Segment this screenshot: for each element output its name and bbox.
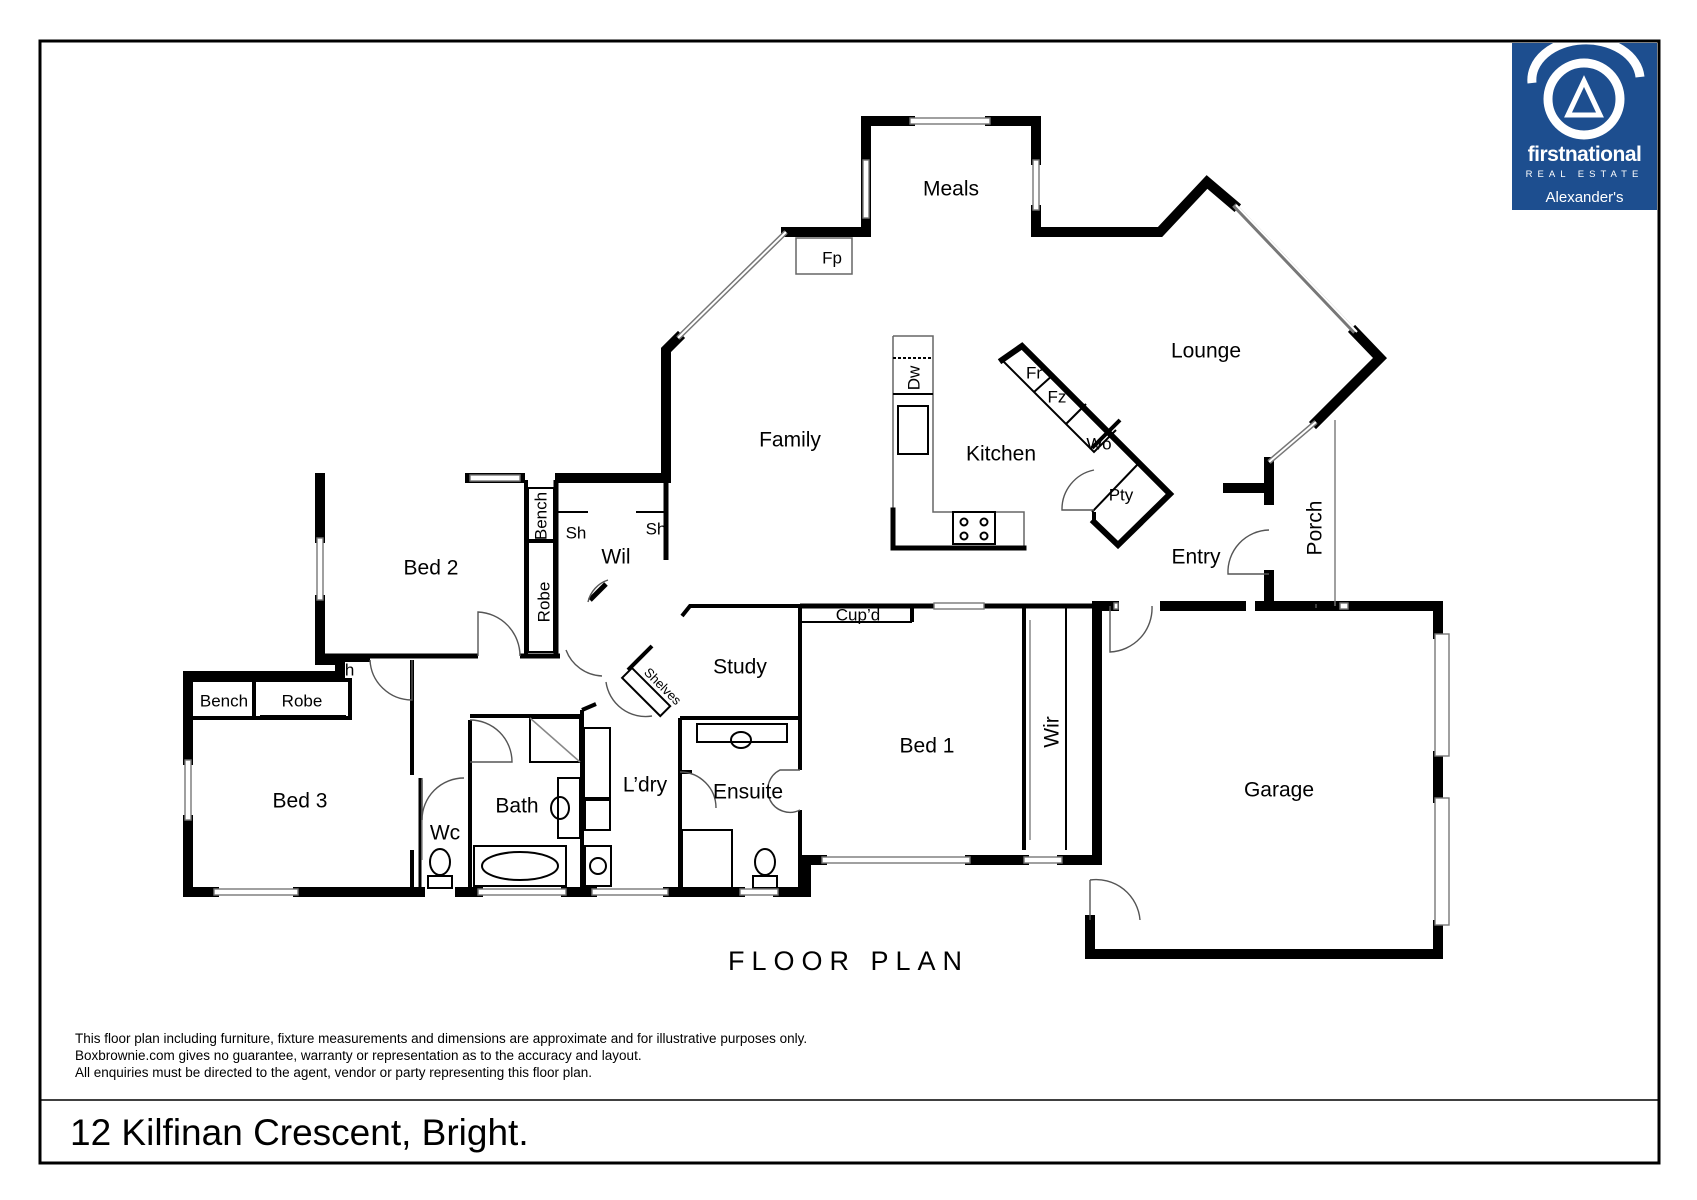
label-study: Study	[713, 656, 767, 679]
label-wil: Wil	[601, 546, 630, 569]
logo-office: Alexander's	[1545, 189, 1624, 206]
label-garage: Garage	[1244, 779, 1314, 802]
disclaimer-line: Boxbrownie.com gives no guarantee, warra…	[75, 1048, 642, 1063]
label-wir: Wir	[1041, 716, 1064, 747]
property-address: 12 Kilfinan Crescent, Bright.	[70, 1112, 529, 1153]
label-shelves: Shelves	[641, 665, 685, 709]
label-fridge: Fr	[1026, 363, 1042, 382]
label-robe-bed3: Robe	[282, 691, 323, 710]
label-shelf-wil-left: Sh	[566, 523, 587, 542]
label-bed3: Bed 3	[273, 790, 328, 813]
label-fireplace: Fp	[822, 248, 842, 267]
label-ensuite: Ensuite	[713, 781, 783, 804]
label-lounge: Lounge	[1171, 340, 1241, 363]
windows	[184, 117, 1450, 926]
doors	[369, 469, 1317, 921]
label-family: Family	[759, 429, 821, 452]
label-bench-bed3: Bench	[200, 691, 248, 710]
label-shelf-wil-right: Sh	[646, 519, 667, 538]
logo-name: firstnational	[1527, 143, 1642, 166]
label-entry: Entry	[1171, 546, 1221, 569]
label-meals: Meals	[923, 178, 979, 201]
label-freezer: Fz	[1048, 387, 1067, 406]
logo-subtitle: REAL ESTATE	[1525, 169, 1644, 180]
disclaimer-line: All enquiries must be directed to the ag…	[75, 1065, 593, 1080]
label-porch: Porch	[1304, 501, 1327, 556]
label-pantry: Pty	[1109, 485, 1134, 504]
interior-walls	[188, 237, 1175, 892]
agency-logo: firstnational REAL ESTATE Alexander's	[1512, 43, 1657, 210]
label-bed1: Bed 1	[900, 735, 955, 758]
logo-emblem-icon	[1527, 43, 1645, 140]
label-shelf-hall: Sh	[334, 660, 355, 679]
page-border	[38, 39, 1661, 1165]
disclaimer: This floor plan including furniture, fix…	[75, 1030, 807, 1081]
label-wall-oven: Wo	[1086, 434, 1111, 453]
label-laundry: L’dry	[623, 774, 668, 797]
disclaimer-line: This floor plan including furniture, fix…	[75, 1031, 808, 1046]
label-wc: Wc	[430, 822, 460, 845]
room-labels: Meals Lounge Family Kitchen Entry Porch …	[273, 178, 1327, 845]
label-kitchen: Kitchen	[966, 443, 1036, 466]
label-bath: Bath	[495, 795, 538, 818]
label-dishwasher: Dw	[904, 365, 923, 390]
exterior-walls	[183, 116, 1443, 959]
label-robe-bed2: Robe	[534, 582, 553, 623]
label-bench-bed2: Bench	[531, 492, 550, 540]
label-bed2: Bed 2	[404, 557, 459, 580]
label-cupboard: Cup’d	[836, 605, 880, 624]
plan-title: FLOOR PLAN	[728, 946, 970, 976]
